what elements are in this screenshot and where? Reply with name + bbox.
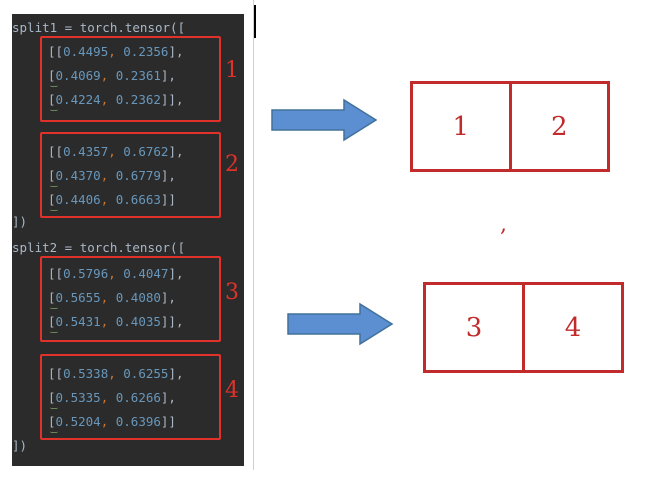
tensor-row: [[0.4495, 0.2356], (48, 44, 184, 59)
tensor-row: [0.5431, 0.4035]], (48, 314, 184, 329)
tensor-row: [0.4406, 0.6663]] (48, 192, 176, 207)
lint-underline (50, 429, 58, 433)
lint-underline (50, 207, 58, 211)
highlight-box-2 (40, 132, 221, 218)
tensor-row: [0.4069, 0.2361], (48, 68, 176, 83)
arrow-right-icon (271, 98, 378, 142)
highlight-box-3 (40, 256, 221, 342)
tensor-row: [0.5655, 0.4080], (48, 290, 176, 305)
box-label-2: 2 (225, 152, 239, 177)
tensor-row: [[0.5338, 0.6255], (48, 366, 184, 381)
lint-underline (50, 405, 58, 409)
grid-bottom: 3 4 (423, 282, 624, 373)
separator-comma: , (500, 212, 507, 237)
tensor-row: [0.5335, 0.6266], (48, 390, 176, 405)
tensor-row: [[0.4357, 0.6762], (48, 144, 184, 159)
grid-cell: 2 (508, 84, 608, 169)
tensor-row: [0.4224, 0.2362]], (48, 92, 184, 107)
split2-close: ]) (12, 438, 28, 453)
tensor-row: [0.5204, 0.6396]] (48, 414, 176, 429)
code-editor-panel (12, 14, 244, 466)
lint-underline (50, 107, 58, 111)
text-cursor (254, 5, 256, 38)
panel-divider (253, 0, 254, 470)
lint-underline (50, 329, 58, 333)
lint-underline (50, 83, 58, 87)
lint-underline (50, 305, 58, 309)
box-label-1: 1 (225, 58, 239, 83)
box-label-4: 4 (225, 378, 239, 403)
lint-underline (50, 183, 58, 187)
highlight-box-4 (40, 354, 221, 440)
split1-header: split1 = torch.tensor([ (12, 20, 186, 35)
split1-close: ]) (12, 214, 28, 229)
tensor-row: [[0.5796, 0.4047], (48, 266, 184, 281)
arrow-right-icon (287, 302, 394, 346)
grid-cell: 4 (522, 285, 621, 370)
split2-header: split2 = torch.tensor([ (12, 240, 186, 255)
grid-cell: 1 (452, 111, 470, 142)
highlight-box-1 (40, 36, 221, 122)
box-label-3: 3 (225, 280, 239, 305)
grid-cell: 3 (465, 312, 483, 343)
grid-top: 1 2 (410, 81, 610, 172)
tensor-row: [0.4370, 0.6779], (48, 168, 176, 183)
